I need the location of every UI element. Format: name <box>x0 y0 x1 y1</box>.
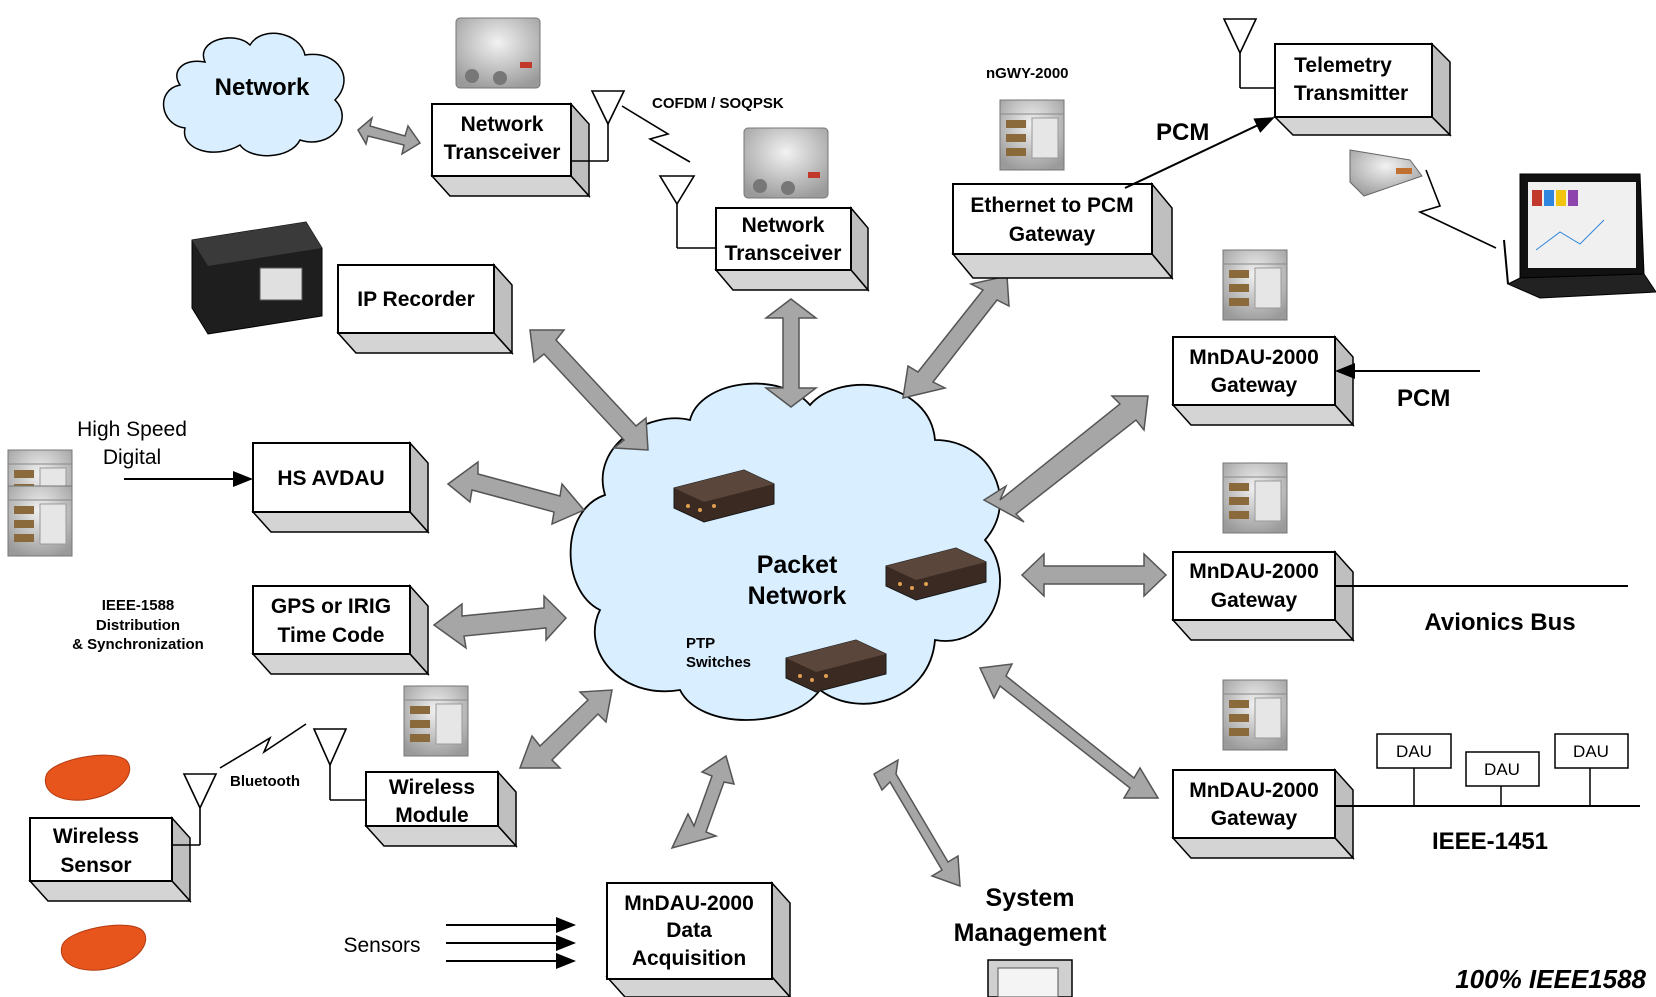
packet-network-cloud <box>569 382 1001 721</box>
system-management-device <box>987 959 1073 997</box>
hs-avdau-label: HS AVDAU <box>277 467 384 490</box>
dau-label-2: DAU <box>1484 760 1520 779</box>
gps-irig-box: GPS or IRIG Time Code <box>251 584 430 676</box>
gps-irig-line1: GPS or IRIG <box>271 595 391 618</box>
pcm-right-label: PCM <box>1397 385 1450 412</box>
gps-irig-line2: Time Code <box>278 624 385 647</box>
mndau-gateway-1-box: MnDAU-2000 Gateway <box>1171 335 1355 427</box>
ptp-label-1: PTP <box>686 635 715 652</box>
hs-avdau-device <box>7 449 73 557</box>
network-transceiver-device-1 <box>455 17 541 89</box>
net-tx2-line1: Network <box>742 214 825 237</box>
pcm-top-label: PCM <box>1156 119 1209 146</box>
hs-digital-label-2: Digital <box>103 446 161 469</box>
wireless-sensor-device-1 <box>44 754 131 801</box>
network-cloud-label: Network <box>215 74 310 101</box>
network-transceiver-1: Network Transceiver <box>430 102 591 198</box>
laptop-device <box>1503 173 1656 299</box>
gw3-line2: Gateway <box>1211 807 1298 830</box>
hs-digital-label-1: High Speed <box>77 418 187 441</box>
ngwy-label: nGWY-2000 <box>986 65 1069 82</box>
link-arrows <box>357 115 1168 888</box>
packet-network-title-1: Packet <box>757 551 838 579</box>
antennas <box>172 18 1497 846</box>
daq-line1: MnDAU-2000 <box>624 892 754 915</box>
wireless-sensor-device-2 <box>60 924 147 971</box>
wireless-sensor-box: Wireless Sensor <box>28 816 192 903</box>
mndau-device-3 <box>1222 679 1288 751</box>
ethernet-pcm-gateway-box: Ethernet to PCM Gateway <box>951 181 1174 281</box>
eth-pcm-line2: Gateway <box>1009 223 1096 246</box>
gw1-line2: Gateway <box>1211 374 1298 397</box>
cofdm-label: COFDM / SOQPSK <box>652 95 784 112</box>
daq-line2: Data <box>666 919 712 942</box>
mndau-gateway-3-box: MnDAU-2000 Gateway <box>1171 768 1355 860</box>
dau-box-1: DAU <box>1376 733 1452 769</box>
mndau-data-acquisition-box: MnDAU-2000 Data Acquisition <box>605 881 792 997</box>
net-tx2-line2: Transceiver <box>725 242 842 265</box>
dau-box-2: DAU <box>1465 751 1540 787</box>
mndau-device-1 <box>1222 249 1288 321</box>
mndau-device-2 <box>1222 462 1288 534</box>
gw3-line1: MnDAU-2000 <box>1189 779 1319 802</box>
wireless-module-line2: Module <box>395 804 469 827</box>
system-management-label-1: System <box>986 884 1075 912</box>
sensors-label: Sensors <box>343 934 420 957</box>
network-transceiver-2: Network Transceiver <box>714 205 870 293</box>
wireless-sensor-line1: Wireless <box>53 825 139 848</box>
telemetry-line1: Telemetry <box>1294 54 1392 77</box>
ip-recorder-label: IP Recorder <box>357 288 475 311</box>
avionics-bus-label: Avionics Bus <box>1424 609 1575 636</box>
wireless-module-box: Wireless Module <box>364 770 518 848</box>
dau-box-3: DAU <box>1554 733 1629 769</box>
ieee1451-label: IEEE-1451 <box>1432 828 1548 855</box>
ip-recorder-device <box>191 221 323 335</box>
gw2-line2: Gateway <box>1211 589 1298 612</box>
ieee1588-label-1: IEEE-1588 <box>102 597 175 614</box>
daq-line3: Acquisition <box>632 947 746 970</box>
ip-recorder-box: IP Recorder <box>336 263 514 355</box>
wireless-sensor-line2: Sensor <box>60 854 131 877</box>
dau-label-1: DAU <box>1396 742 1432 761</box>
bluetooth-label: Bluetooth <box>230 773 300 790</box>
signal-lines <box>124 117 1640 969</box>
eth-pcm-line1: Ethernet to PCM <box>970 194 1133 217</box>
gw1-line1: MnDAU-2000 <box>1189 346 1319 369</box>
system-management-label-2: Management <box>954 919 1107 947</box>
gw2-line1: MnDAU-2000 <box>1189 560 1319 583</box>
hs-avdau-box: HS AVDAU <box>251 441 430 534</box>
ptp-label-2: Switches <box>686 654 751 671</box>
footer-ieee1588: 100% IEEE1588 <box>1455 964 1646 994</box>
ieee1588-label-2: Distribution <box>96 617 180 634</box>
packet-network-title-2: Network <box>748 582 847 610</box>
ngwy-device <box>999 99 1065 171</box>
mndau-gateway-2-box: MnDAU-2000 Gateway <box>1171 550 1355 642</box>
net-tx1-line2: Transceiver <box>444 141 561 164</box>
telemetry-transmitter-box: Telemetry Transmitter <box>1273 42 1452 137</box>
wireless-module-device <box>403 685 469 757</box>
wireless-module-line1: Wireless <box>389 776 475 799</box>
telemetry-transmitter-device <box>1349 149 1423 197</box>
net-tx1-line1: Network <box>461 113 544 136</box>
network-transceiver-device-2 <box>743 127 829 199</box>
network-cloud <box>163 32 345 157</box>
ieee1588-label-3: & Synchronization <box>72 636 204 653</box>
telemetry-line2: Transmitter <box>1294 82 1408 105</box>
dau-label-3: DAU <box>1573 742 1609 761</box>
